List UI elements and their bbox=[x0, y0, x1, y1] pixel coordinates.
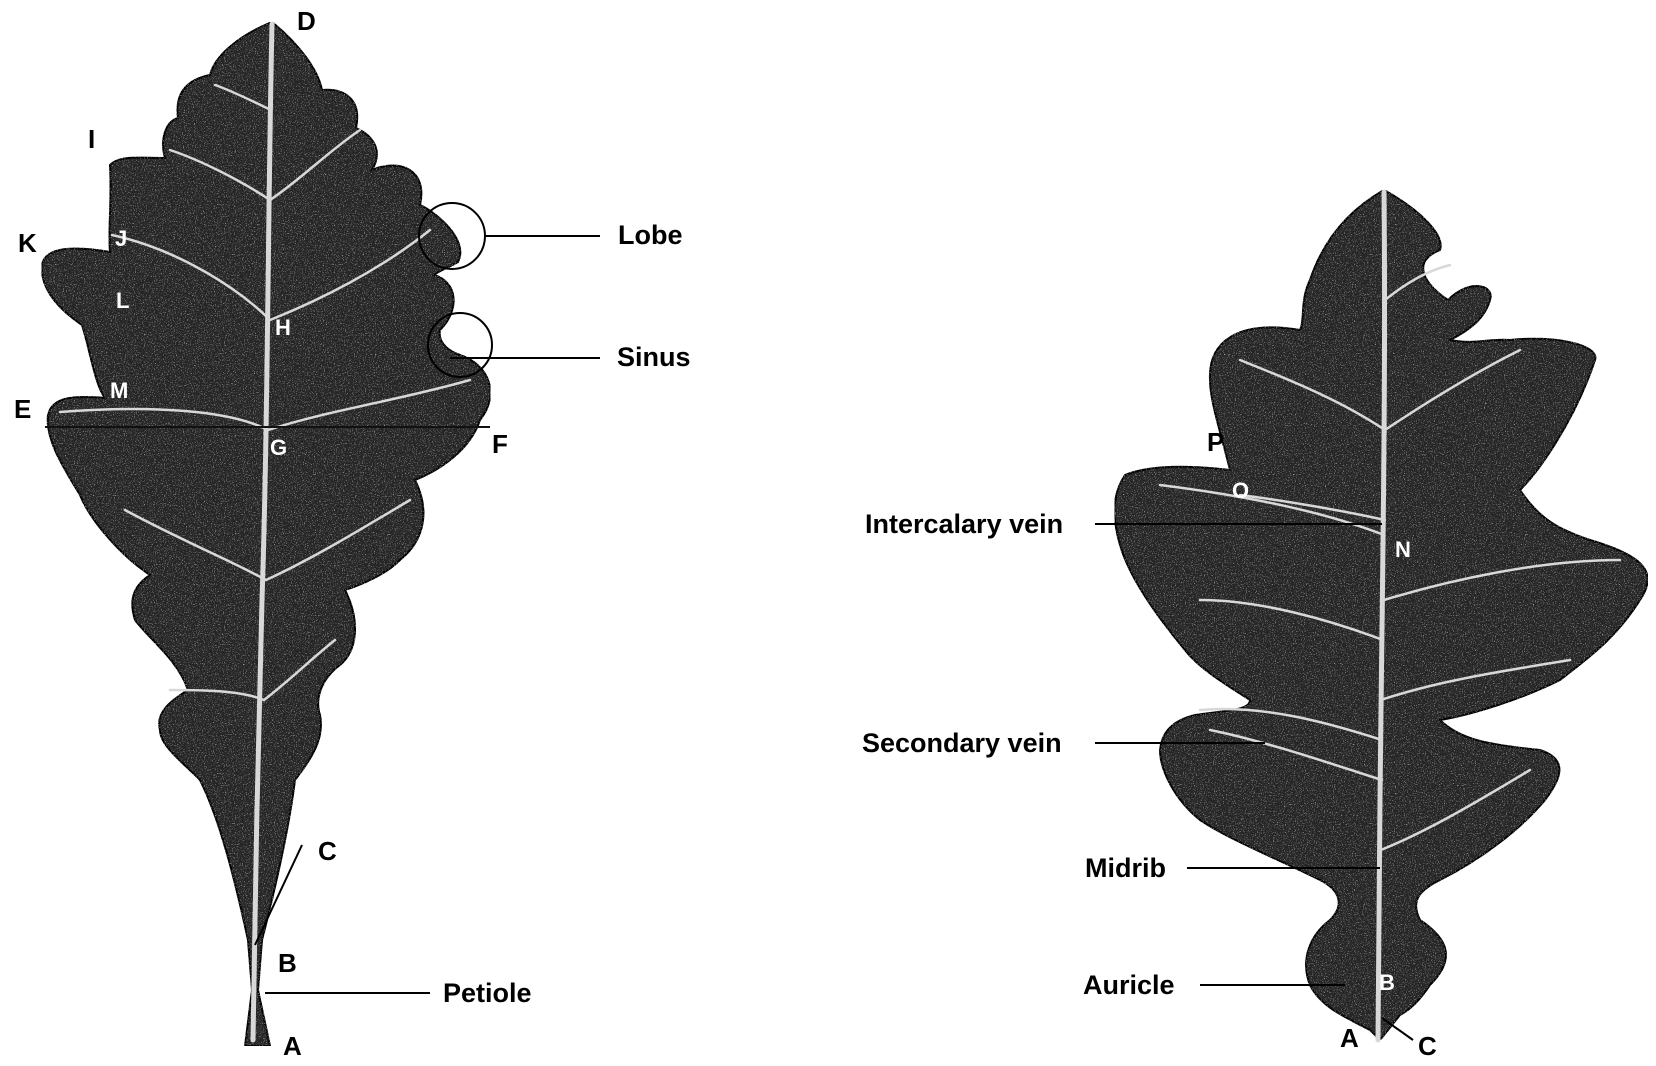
point-a-right: A bbox=[1340, 1023, 1359, 1053]
point-m: M bbox=[110, 378, 128, 403]
point-o: O bbox=[1232, 478, 1249, 503]
secondary-vein-label: Secondary vein bbox=[862, 728, 1062, 758]
left-leaf: D I K E F H G J L M C B A Lobe Sinus Pet… bbox=[14, 6, 691, 1061]
midrib-label: Midrib bbox=[1085, 853, 1166, 883]
point-c: C bbox=[318, 836, 337, 866]
point-d: D bbox=[297, 6, 316, 36]
point-n: N bbox=[1395, 537, 1411, 562]
point-e: E bbox=[14, 394, 31, 424]
auricle-label: Auricle bbox=[1083, 970, 1175, 1000]
point-b: B bbox=[278, 948, 297, 978]
point-k: K bbox=[18, 228, 37, 258]
point-j: J bbox=[115, 226, 127, 251]
intercalary-vein-label: Intercalary vein bbox=[865, 509, 1063, 539]
petiole-label: Petiole bbox=[443, 978, 532, 1008]
point-b-right: B bbox=[1379, 970, 1395, 995]
sinus-label: Sinus bbox=[617, 342, 691, 372]
right-leaf: P O N B A C Intercalary vein Secondary v… bbox=[862, 190, 1648, 1061]
point-p: P bbox=[1207, 427, 1224, 457]
point-h: H bbox=[275, 315, 291, 340]
point-i: I bbox=[88, 124, 95, 154]
point-a: A bbox=[283, 1031, 302, 1061]
point-g: G bbox=[270, 435, 287, 460]
point-l: L bbox=[116, 288, 129, 313]
lobe-label: Lobe bbox=[618, 220, 683, 250]
point-f: F bbox=[492, 429, 508, 459]
point-c-right: C bbox=[1418, 1031, 1437, 1061]
